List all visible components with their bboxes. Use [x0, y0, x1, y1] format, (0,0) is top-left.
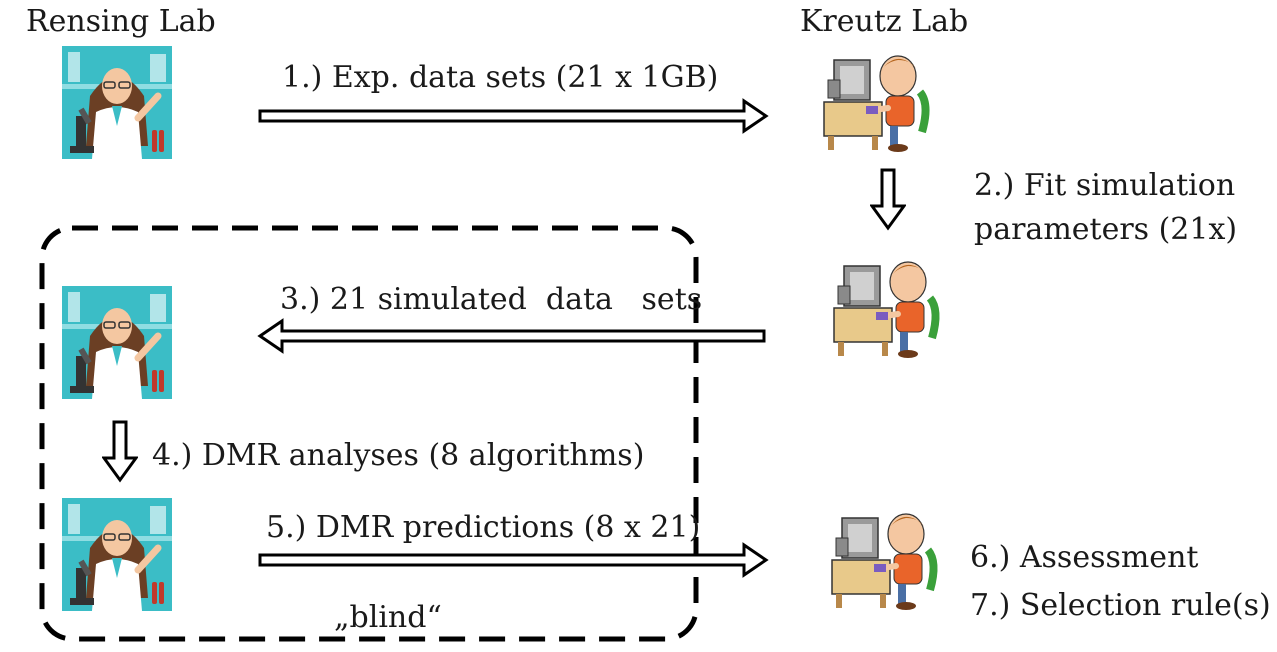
rensing-lab-title: Rensing Lab: [26, 4, 216, 39]
computer-user-icon: [823, 55, 930, 152]
computer-user-icon: [831, 513, 938, 610]
arrow-down-icon: [870, 168, 906, 231]
kreutz-lab-title: Kreutz Lab: [800, 4, 969, 39]
step-1-label: 1.) Exp. data sets (21 x 1GB): [282, 60, 719, 95]
arrow-right-icon: [258, 98, 769, 134]
step-5-label: 5.) DMR predictions (8 x 21): [266, 510, 701, 545]
scientist-icon: [62, 46, 172, 159]
computer-user-icon: [833, 261, 940, 358]
step-3-label: 3.) 21 simulated data sets: [280, 282, 703, 317]
step-2-label-line2: parameters (21x): [974, 212, 1238, 247]
arrow-right-icon: [258, 542, 769, 578]
scientist-icon: [62, 498, 172, 611]
step-7-label: 7.) Selection rule(s): [970, 588, 1271, 623]
arrow-left-icon: [257, 318, 766, 354]
scientist-icon: [62, 286, 172, 399]
step-2-label-line1: 2.) Fit simulation: [974, 168, 1236, 203]
arrow-down-icon: [102, 420, 138, 483]
blind-label: „blind“: [334, 600, 442, 635]
step-6-label: 6.) Assessment: [970, 540, 1199, 575]
step-4-label: 4.) DMR analyses (8 algorithms): [152, 438, 645, 473]
